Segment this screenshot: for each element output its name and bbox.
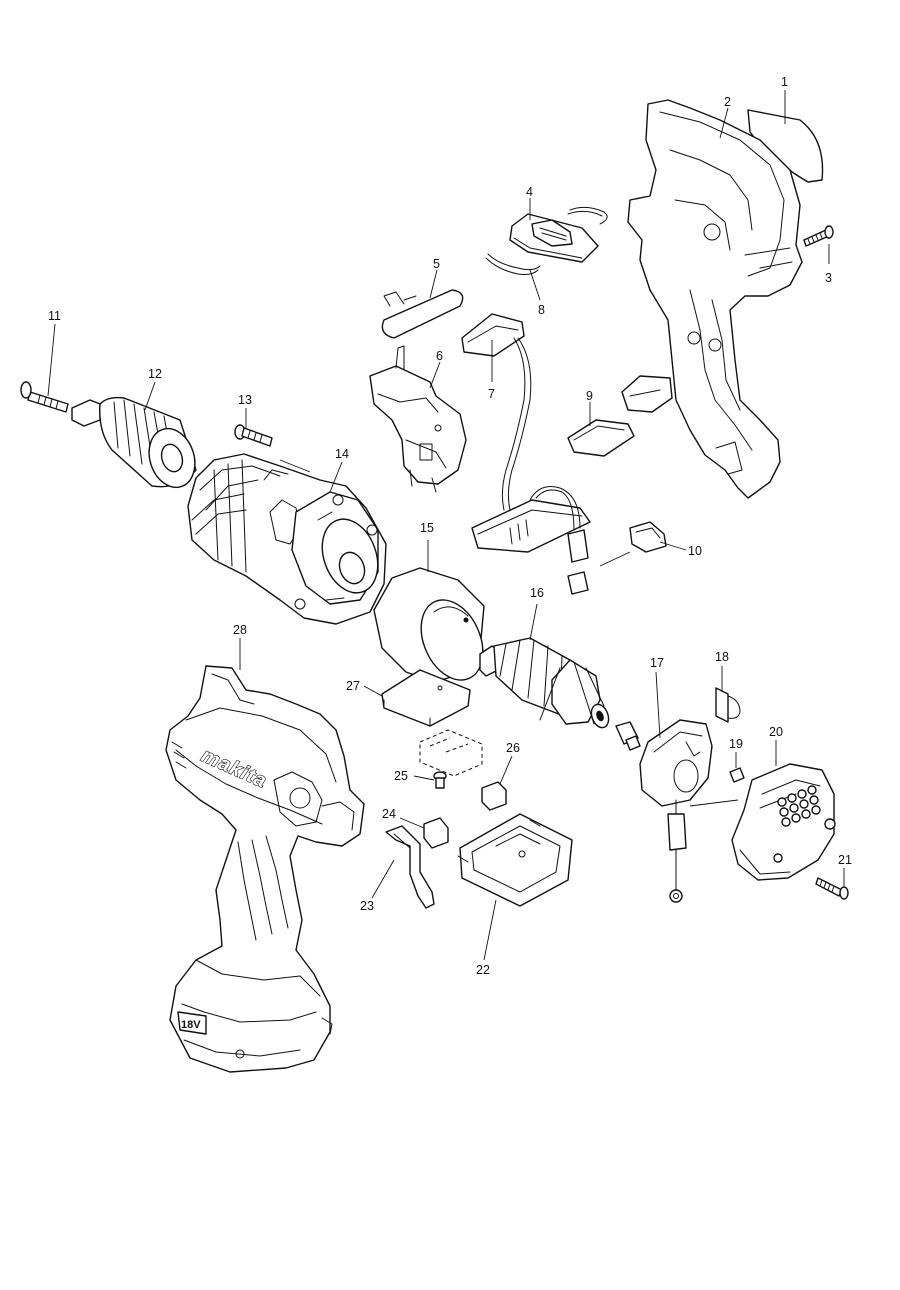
part-27-insulation-sheet bbox=[381, 669, 471, 727]
part-23-bracket bbox=[385, 825, 435, 909]
part-12-keyless-chuck bbox=[71, 396, 197, 489]
part-28-housing-left: 18V makita bbox=[165, 665, 365, 1073]
callout-13: 13 bbox=[238, 393, 252, 407]
part-25-screw bbox=[433, 771, 447, 789]
callout-14: 14 bbox=[335, 447, 349, 461]
battery-voltage-badge: 18V bbox=[181, 1019, 201, 1031]
callout-19: 19 bbox=[729, 737, 743, 751]
leader-lines bbox=[47, 90, 845, 961]
battery-badge-plate bbox=[177, 1011, 207, 1035]
part-26-sponge-block bbox=[481, 781, 507, 811]
callout-5: 5 bbox=[433, 257, 440, 271]
callout-1: 1 bbox=[781, 75, 788, 89]
hidden-part-outline bbox=[419, 729, 483, 777]
part-14-gear-assembly bbox=[187, 453, 387, 625]
callout-8: 8 bbox=[538, 303, 545, 317]
part-13-screw bbox=[234, 424, 273, 447]
callout-12: 12 bbox=[148, 367, 162, 381]
part-6-switch bbox=[369, 345, 467, 493]
callout-6: 6 bbox=[436, 349, 443, 363]
callout-9: 9 bbox=[586, 389, 593, 403]
part-18-brush-cap bbox=[715, 687, 741, 723]
part-9-cap bbox=[567, 419, 635, 457]
callout-17: 17 bbox=[650, 656, 664, 670]
part-16-armature bbox=[479, 637, 641, 751]
callout-18: 18 bbox=[715, 650, 729, 664]
part-10-terminal-clip bbox=[567, 521, 667, 595]
vent-grid bbox=[777, 785, 821, 827]
part-17-brush-holder bbox=[639, 719, 713, 903]
callout-11: 11 bbox=[48, 309, 61, 323]
callout-7: 7 bbox=[488, 387, 495, 401]
part-20-rear-cover bbox=[731, 763, 836, 881]
part-4-switch-lever bbox=[509, 213, 599, 263]
part-2-housing-right bbox=[621, 99, 803, 499]
part-19-carbon-brush bbox=[729, 767, 745, 783]
callout-25: 25 bbox=[394, 769, 408, 783]
part-15-yoke-sleeve bbox=[373, 567, 485, 683]
callout-16: 16 bbox=[530, 586, 544, 600]
callout-22: 22 bbox=[476, 963, 490, 977]
part-3-tapping-screw bbox=[803, 225, 834, 247]
callout-3: 3 bbox=[825, 271, 832, 285]
part-11-chuck-screw bbox=[20, 381, 69, 413]
part-22-switch-base bbox=[457, 813, 573, 907]
callout-21: 21 bbox=[838, 853, 852, 867]
part-7-controller-harness bbox=[461, 313, 591, 563]
callout-26: 26 bbox=[506, 741, 520, 755]
callout-4: 4 bbox=[526, 185, 533, 199]
callout-23: 23 bbox=[360, 899, 374, 913]
part-21-tapping-screw bbox=[815, 877, 849, 900]
part-8-leaf-spring bbox=[485, 206, 608, 275]
callout-labels: 1 2 3 4 5 6 7 8 9 10 11 12 13 14 15 16 1… bbox=[48, 75, 852, 977]
callout-28: 28 bbox=[233, 623, 247, 637]
callout-27: 27 bbox=[346, 679, 360, 693]
callout-2: 2 bbox=[724, 95, 731, 109]
callout-10: 10 bbox=[688, 544, 702, 558]
callout-20: 20 bbox=[769, 725, 783, 739]
part-5-sponge-pad bbox=[381, 289, 464, 339]
part-24-sponge-block bbox=[423, 817, 449, 849]
callout-24: 24 bbox=[382, 807, 396, 821]
callout-15: 15 bbox=[420, 521, 434, 535]
